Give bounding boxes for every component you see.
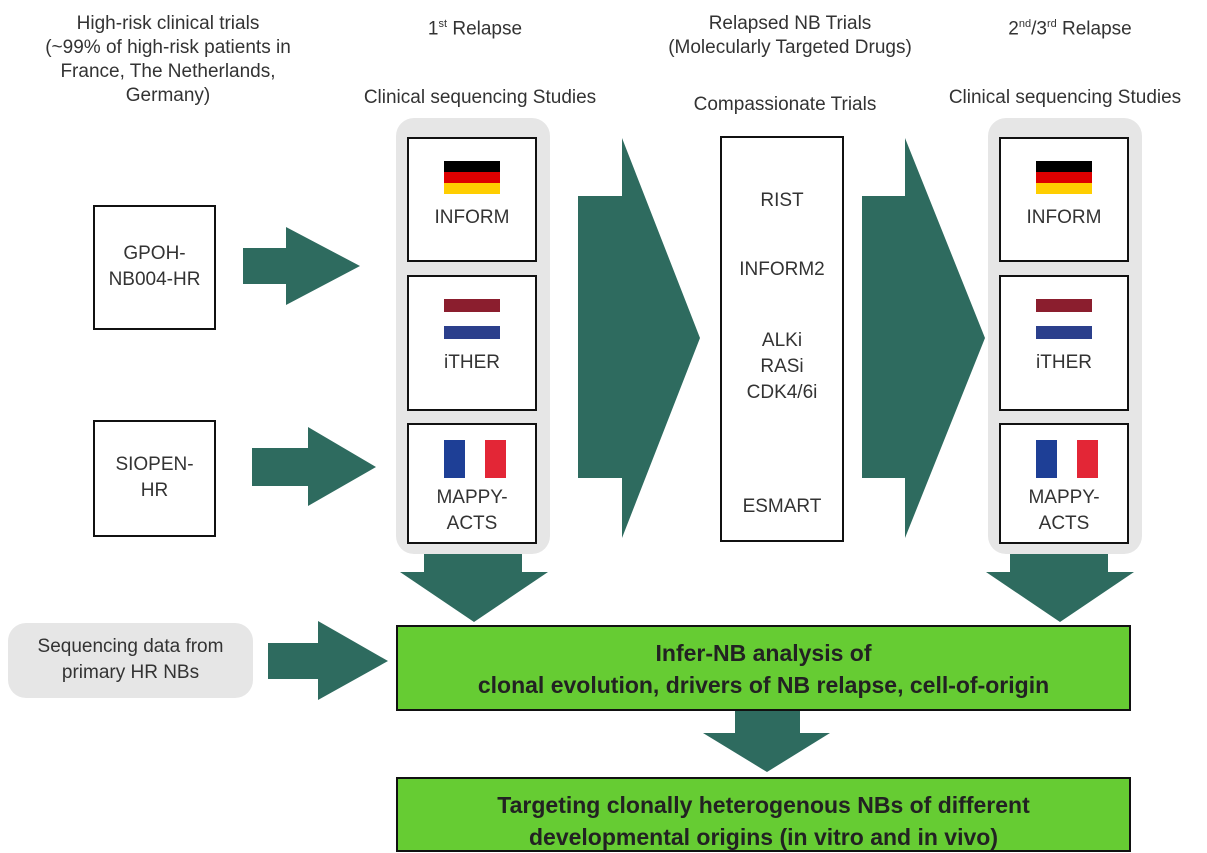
study-box-mappy-1: MAPPY- ACTS: [407, 423, 537, 544]
header-text: /3: [1031, 18, 1047, 40]
trial-label-line: NB004-HR: [108, 269, 201, 290]
compassionate-trials-box: RIST INFORM2 ALKi RASi CDK4/6i ESMART: [720, 136, 844, 542]
study-label: MAPPY- ACTS: [409, 485, 535, 537]
arrow-infer-to-targeting: [703, 711, 830, 772]
arrow-relapse1-down: [400, 552, 548, 622]
study-label-line: ACTS: [1038, 513, 1090, 534]
study-label: INFORM: [1026, 207, 1102, 228]
study-box-mappy-2: MAPPY- ACTS: [999, 423, 1129, 544]
pill-line: primary HR NBs: [61, 662, 200, 683]
header-first-relapse: 1st Relapse: [360, 12, 590, 41]
germany-flag-icon: [444, 161, 500, 194]
header-text: 1: [427, 18, 439, 40]
infer-nb-analysis-box: Infer-NB analysis of clonal evolution, d…: [396, 625, 1131, 711]
header-sup: rd: [1046, 18, 1057, 30]
trial-esmart: ESMART: [742, 496, 822, 517]
header-second-third-relapse: 2nd/3rd Relapse: [930, 12, 1207, 41]
study-box-ither-1: iTHER: [407, 275, 537, 411]
header-line: (Molecularly Targeted Drugs): [668, 37, 912, 58]
trial-label-line: HR: [140, 480, 169, 501]
netherlands-flag-icon: [1036, 299, 1092, 339]
targeting-box: Targeting clonally heterogenous NBs of d…: [396, 777, 1131, 852]
study-box-ither-2: iTHER: [999, 275, 1129, 411]
targeting-line: Targeting clonally heterogenous NBs of d…: [497, 792, 1030, 818]
subheader-clinical-seq-1: Clinical sequencing Studies: [363, 87, 597, 108]
header-line: (~99% of high-risk patients in: [45, 37, 291, 58]
study-label: MAPPY- ACTS: [1001, 485, 1127, 537]
trial-label: GPOH- NB004-HR: [95, 241, 214, 293]
pill-line: Sequencing data from: [37, 636, 224, 657]
trial-drugs: ALKi RASi CDK4/6i: [722, 328, 842, 406]
arrow-relapse2-down: [986, 552, 1134, 622]
drug-label: ALKi: [761, 330, 803, 351]
arrow-trials-to-relapse2: [862, 138, 985, 538]
study-label: iTHER: [444, 352, 500, 373]
header-high-risk-trials: High-risk clinical trials (~99% of high-…: [8, 12, 328, 108]
study-box-inform-1: INFORM: [407, 137, 537, 262]
study-label: iTHER: [1036, 352, 1092, 373]
sequencing-data-pill: Sequencing data from primary HR NBs: [8, 623, 253, 698]
header-line: High-risk clinical trials: [76, 13, 260, 34]
targeting-line: developmental origins (in vitro and in v…: [528, 824, 998, 850]
header-sup: st: [438, 18, 448, 30]
header-line: France, The Netherlands,: [60, 61, 276, 82]
france-flag-icon: [444, 440, 506, 478]
study-label-line: MAPPY-: [1028, 487, 1100, 508]
netherlands-flag-icon: [444, 299, 500, 339]
drug-label: RASi: [760, 356, 804, 377]
arrow-studies-to-trials: [578, 138, 700, 538]
infer-line: Infer-NB analysis of: [655, 640, 872, 666]
study-label-line: ACTS: [446, 513, 498, 534]
trial-rist: RIST: [760, 190, 804, 211]
arrow-seqdata-to-infer: [268, 621, 388, 700]
header-text: Relapse: [447, 18, 523, 40]
header-text: Relapse: [1056, 18, 1132, 40]
study-label: INFORM: [434, 207, 510, 228]
header-line: Relapsed NB Trials: [708, 13, 872, 34]
header-text: 2: [1008, 18, 1019, 40]
study-box-inform-2: INFORM: [999, 137, 1129, 262]
arrow-gpoh-to-studies: [243, 227, 360, 305]
france-flag-icon: [1036, 440, 1098, 478]
trial-label: SIOPEN- HR: [95, 452, 214, 504]
arrow-siopen-to-studies: [252, 427, 376, 506]
trial-label-line: GPOH-: [123, 243, 186, 264]
subheader-clinical-seq-2: Clinical sequencing Studies: [948, 87, 1182, 108]
infer-line: clonal evolution, drivers of NB relapse,…: [477, 672, 1050, 698]
trial-inform2: INFORM2: [739, 259, 825, 280]
header-line: Germany): [125, 85, 211, 106]
trial-label-line: SIOPEN-: [115, 454, 194, 475]
trial-box-siopen: SIOPEN- HR: [93, 420, 216, 537]
trial-box-gpoh: GPOH- NB004-HR: [93, 205, 216, 330]
header-sup: nd: [1018, 18, 1032, 30]
study-label-line: MAPPY-: [436, 487, 508, 508]
subheader-compassionate: Compassionate Trials: [693, 94, 877, 115]
germany-flag-icon: [1036, 161, 1092, 194]
drug-label: CDK4/6i: [746, 382, 818, 403]
header-relapsed-nb-trials: Relapsed NB Trials (Molecularly Targeted…: [630, 12, 950, 60]
